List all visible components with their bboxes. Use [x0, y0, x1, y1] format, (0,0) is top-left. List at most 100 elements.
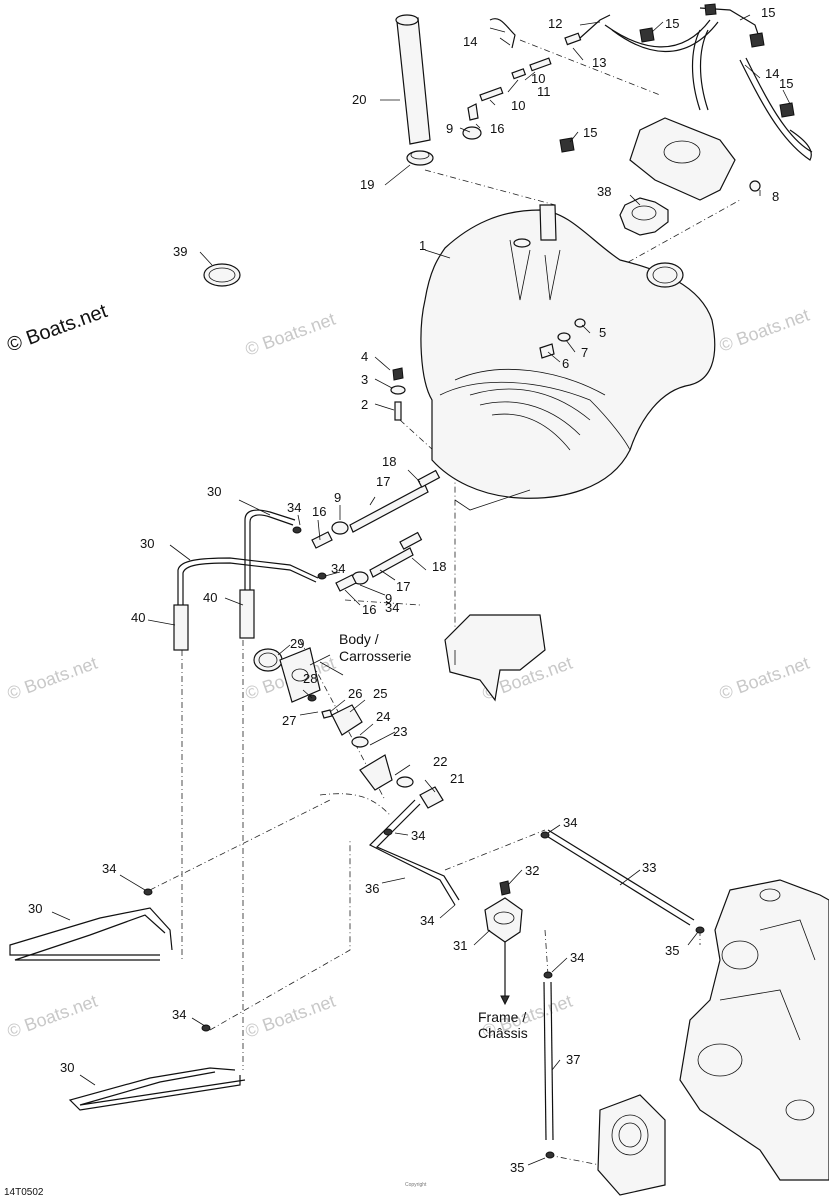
callout-34d: 34: [563, 815, 577, 830]
callout-15c: 15: [583, 125, 597, 140]
engine: [679, 879, 829, 1181]
callout-32: 32: [525, 863, 539, 878]
pulse-pump: [484, 880, 523, 1006]
callout-34g: 34: [570, 950, 584, 965]
callout-15b: 15: [761, 5, 775, 20]
callout-33: 33: [642, 860, 656, 875]
fuel-cap: [619, 197, 669, 236]
callout-30a: 30: [207, 484, 221, 499]
bolt-stack: [390, 367, 406, 421]
callout-17b: 17: [396, 579, 410, 594]
callout-35b: 35: [510, 1160, 524, 1175]
callout-12: 12: [548, 16, 562, 31]
hose-36: [368, 799, 460, 906]
callout-24: 24: [376, 709, 390, 724]
callout-17a: 17: [376, 474, 390, 489]
callout-8: 8: [772, 189, 779, 204]
callout-22: 22: [433, 754, 447, 769]
callout-9b: 9: [334, 490, 341, 505]
clamp-39: [203, 263, 241, 287]
note-body-line1: Body /: [339, 631, 379, 647]
watermark-main: © Boats.net: [4, 300, 110, 357]
callout-18b: 18: [432, 559, 446, 574]
callout-10b: 10: [511, 98, 525, 113]
callout-34f: 34: [420, 913, 434, 928]
callout-29: 29: [290, 636, 304, 651]
callout-30b: 30: [140, 536, 154, 551]
watermark-3: © Boats.net: [717, 305, 812, 356]
callout-34i: 34: [385, 600, 399, 615]
callout-31: 31: [453, 938, 467, 953]
callout-2: 2: [361, 397, 368, 412]
callout-3: 3: [361, 372, 368, 387]
note-frame-line2: Châssis: [478, 1025, 528, 1041]
callout-37: 37: [566, 1052, 580, 1067]
callout-6: 6: [562, 356, 569, 371]
callout-34a: 34: [287, 500, 301, 515]
watermark-7: © Boats.net: [717, 653, 812, 704]
callout-5: 5: [599, 325, 606, 340]
callout-28: 28: [303, 671, 317, 686]
callout-16b: 16: [312, 504, 326, 519]
watermark-8: © Boats.net: [5, 991, 100, 1042]
callout-40b: 40: [203, 590, 217, 605]
callout-40a: 40: [131, 610, 145, 625]
callout-1: 1: [419, 238, 426, 253]
callout-21: 21: [450, 771, 464, 786]
notes: Body / Carrosserie Frame / Châssis: [339, 631, 528, 1041]
callout-38: 38: [597, 184, 611, 199]
callout-15a: 15: [665, 16, 679, 31]
callout-16c: 16: [362, 602, 376, 617]
callout-20: 20: [352, 92, 366, 107]
note-body-line2: Carrosserie: [339, 648, 412, 664]
callout-labels: 1 2 3 4 5 6 7 8 9 9 9 10 10 11 12 13 14 …: [28, 5, 793, 1175]
callout-4: 4: [361, 349, 368, 364]
callout-35a: 35: [665, 943, 679, 958]
callout-9c: 9: [385, 591, 392, 606]
callout-13: 13: [592, 55, 606, 70]
callout-26: 26: [348, 686, 362, 701]
callout-23: 23: [393, 724, 407, 739]
callout-36: 36: [365, 881, 379, 896]
callout-19: 19: [360, 177, 374, 192]
callout-7: 7: [581, 345, 588, 360]
callout-34e: 34: [102, 861, 116, 876]
callout-27: 27: [282, 713, 296, 728]
callout-18a: 18: [382, 454, 396, 469]
body-bracket: [444, 614, 546, 702]
hoses-30-upper: [173, 509, 319, 651]
callout-9a: 9: [446, 121, 453, 136]
callout-16a: 16: [490, 121, 504, 136]
fuel-tank: [420, 204, 716, 511]
callout-10a: 10: [531, 71, 545, 86]
valve-upper: [292, 469, 441, 549]
callout-34b: 34: [331, 561, 345, 576]
callout-30c: 30: [28, 901, 42, 916]
hoses-30-lower: [9, 888, 246, 1111]
leader-lines: [51, 14, 791, 1166]
valve-mount-parts: [253, 647, 444, 809]
upper-bracket: [629, 117, 761, 201]
callout-25: 25: [373, 686, 387, 701]
clips: [559, 3, 795, 153]
callout-14a: 14: [463, 34, 477, 49]
fittings-top: [462, 32, 582, 140]
watermark-9: © Boats.net: [243, 991, 338, 1042]
watermarks: © Boats.net © Boats.net © Boats.net © Bo…: [4, 300, 812, 1042]
callout-34c: 34: [411, 828, 425, 843]
callout-11: 11: [537, 84, 551, 99]
valve-lower: [317, 531, 423, 592]
hose-37: [543, 971, 555, 1159]
hose-33: [540, 829, 705, 934]
carburetor: [597, 1094, 666, 1196]
callout-39: 39: [173, 244, 187, 259]
callout-14b: 14: [765, 66, 779, 81]
filler-neck: [395, 14, 434, 166]
watermark-1: © Boats.net: [243, 309, 338, 360]
callout-30d: 30: [60, 1060, 74, 1075]
diagram-code: 14T0502: [4, 1187, 44, 1198]
callout-15d: 15: [779, 76, 793, 91]
note-frame-line1: Frame /: [478, 1009, 526, 1025]
callout-34h: 34: [172, 1007, 186, 1022]
